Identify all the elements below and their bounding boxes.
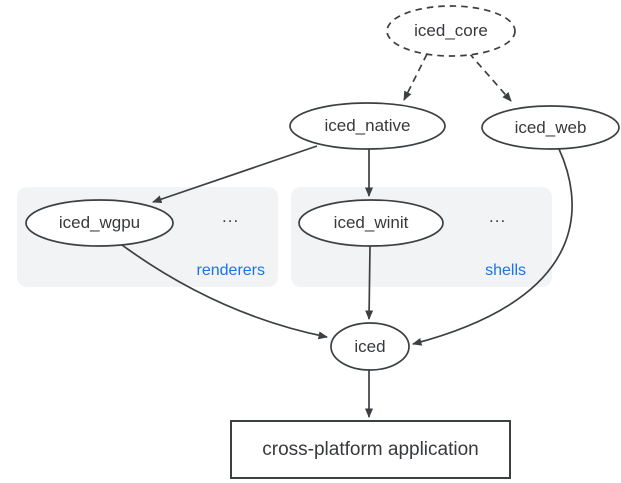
edge-iced_web-iced xyxy=(412,148,573,346)
node-shape-iced-core xyxy=(386,5,516,57)
node-shape-app xyxy=(230,420,511,479)
edge-iced_winit-iced xyxy=(365,245,374,320)
node-shape-iced-web xyxy=(481,105,620,150)
edge-iced_wgpu-iced xyxy=(121,244,328,340)
edge-iced_core-iced_web xyxy=(468,52,512,102)
renderers-ellipsis: ... xyxy=(222,207,240,226)
node-shape-iced-wgpu xyxy=(25,199,174,247)
edge-iced_core-iced_native xyxy=(403,53,428,101)
shells-ellipsis: ... xyxy=(489,207,507,226)
node-shape-iced xyxy=(330,322,410,371)
edge-iced_native-iced_wgpu xyxy=(152,145,318,204)
node-shape-iced-winit xyxy=(298,199,444,247)
group-label-shells: shells xyxy=(485,262,526,279)
node-shape-iced-native xyxy=(289,102,446,150)
group-label-renderers: renderers xyxy=(196,262,265,279)
